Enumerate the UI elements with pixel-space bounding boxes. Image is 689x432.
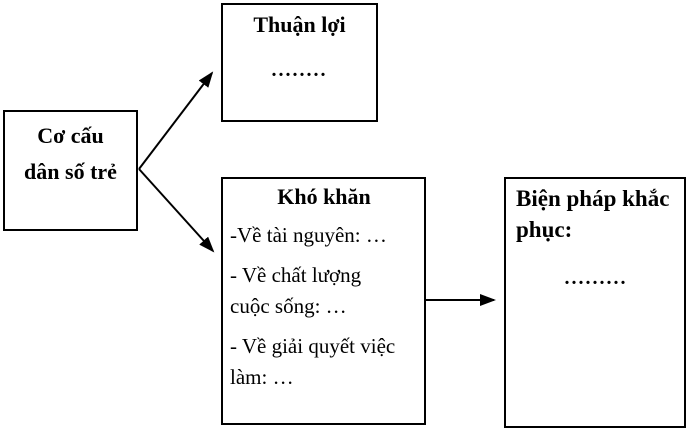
root-box-label-line2: dân số trẻ: [24, 159, 117, 184]
difficulties-item-quality-of-life: - Về chất lượng cuộc sống: …: [230, 263, 362, 318]
arrow-root-to-difficulties-icon: [138, 168, 215, 253]
difficulties-box: Khó khăn -Về tài nguyên: … - Về chất lượ…: [221, 177, 426, 425]
root-box-population-structure: Cơ cấu dân số trẻ: [3, 110, 138, 231]
remedies-box: Biện pháp khắc phục: .........: [504, 177, 686, 428]
advantages-box: Thuận lợi ........: [221, 3, 378, 122]
remedies-placeholder-dots: .........: [564, 267, 628, 289]
arrow-root-to-advantages-icon: [138, 71, 214, 170]
remedies-title: Biện pháp khắc phục:: [516, 186, 670, 242]
root-box-label-line1: Cơ cấu: [37, 123, 104, 148]
advantages-placeholder-dots: ........: [271, 59, 328, 81]
difficulties-title: Khó khăn: [277, 184, 371, 209]
advantages-title: Thuận lợi: [253, 12, 346, 37]
difficulties-item-resources: -Về tài nguyên: …: [230, 223, 387, 247]
difficulties-item-employment: - Về giải quyết việc làm: …: [230, 334, 396, 389]
